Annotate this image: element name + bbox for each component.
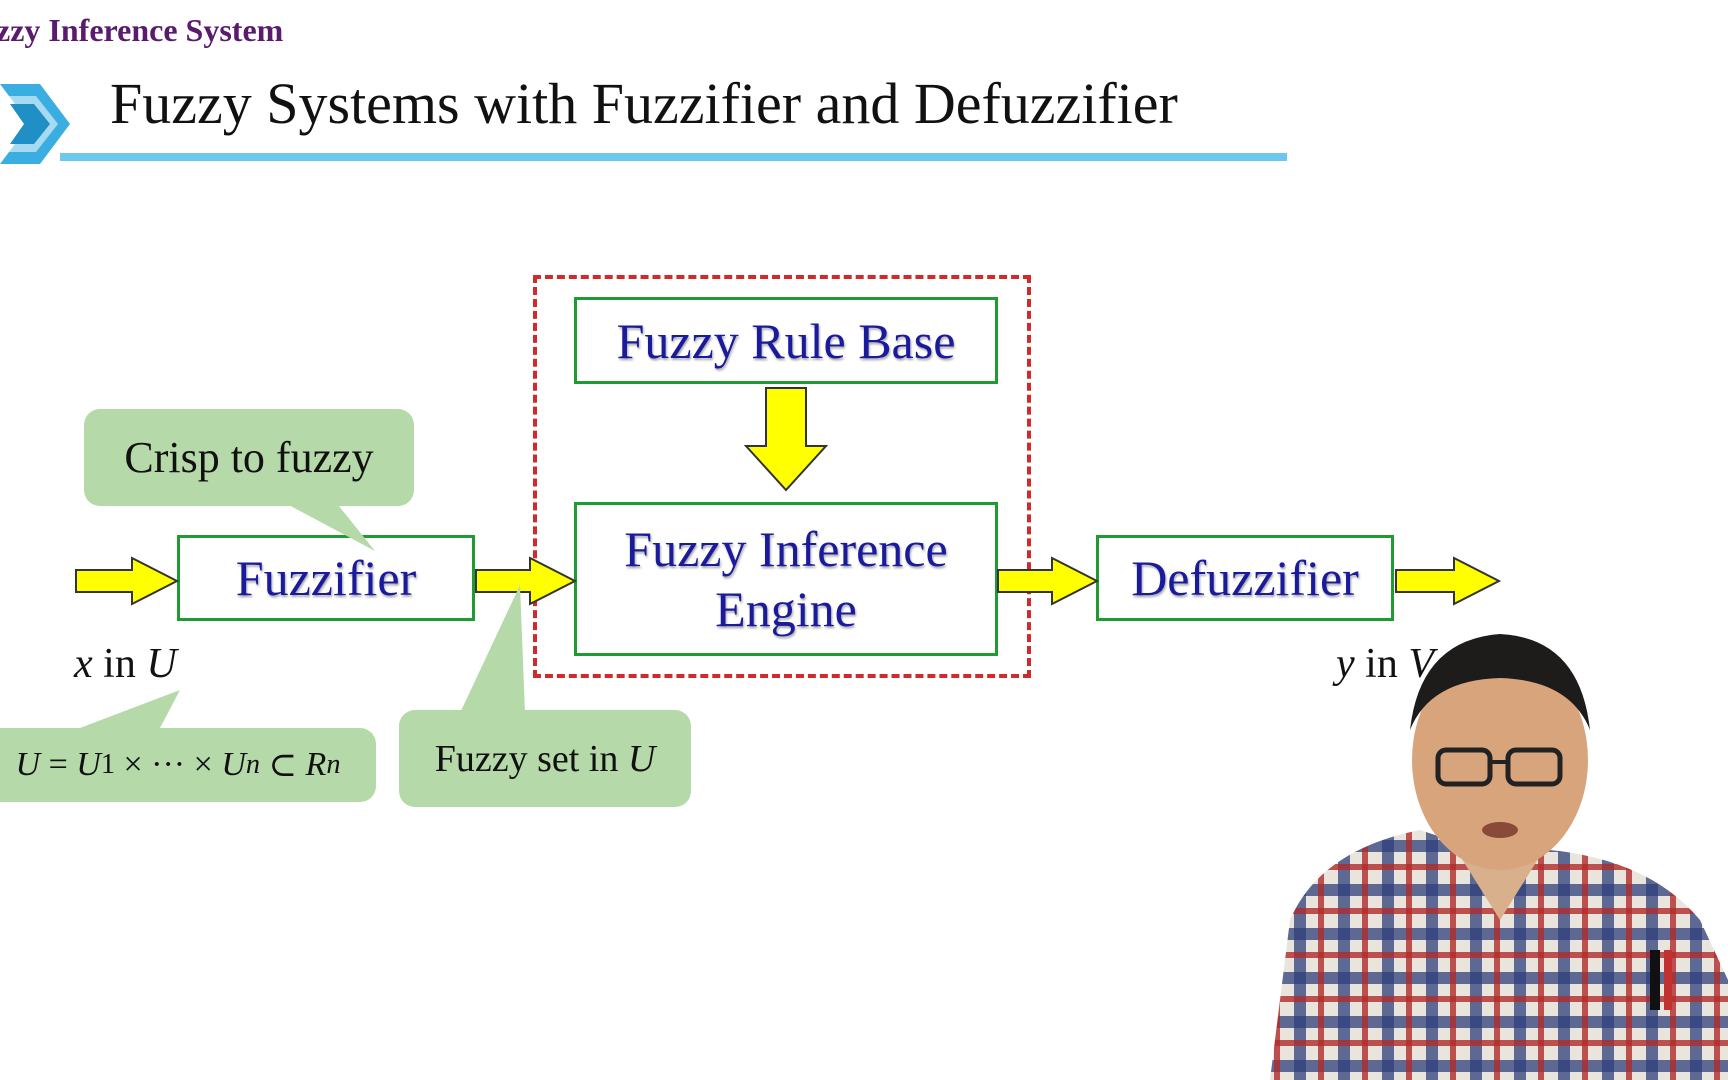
section-header: zzy Inference System — [0, 12, 284, 48]
slide-title: Fuzzy Systems with Fuzzifier and Defuzzi… — [110, 71, 1178, 136]
formula-U1: U — [76, 746, 101, 783]
input-variable-label: x in U — [74, 640, 177, 688]
fuzzy-rule-base-label: Fuzzy Rule Base — [616, 312, 956, 369]
output-var: y — [1336, 641, 1355, 687]
fuzzifier-to-engine-arrow-icon — [475, 556, 578, 606]
input-space: U — [146, 641, 177, 687]
inference-engine-label-line1: Fuzzy Inference — [624, 521, 948, 577]
fuzzy-set-var: U — [627, 737, 656, 780]
formula-supn: n — [326, 749, 341, 780]
fuzzy-rule-base-block: Fuzzy Rule Base — [574, 297, 998, 384]
fuzzifier-block: Fuzzifier — [177, 535, 475, 621]
input-in: in — [92, 641, 147, 687]
input-var: x — [74, 641, 93, 687]
fuzzy-set-callout-pointer — [460, 585, 525, 713]
crisp-callout-pointer — [270, 495, 375, 551]
fuzzifier-label: Fuzzifier — [235, 550, 417, 606]
presenter-video-overlay — [1270, 634, 1728, 1080]
fuzzy-set-text: Fuzzy set in — [434, 737, 628, 780]
formula-R: R — [305, 746, 327, 783]
fuzzy-set-callout: Fuzzy set in U — [399, 710, 691, 807]
formula-callout-pointer — [80, 690, 180, 728]
engine-to-defuzzifier-arrow-icon — [997, 556, 1100, 606]
formula-U: U — [15, 746, 41, 783]
rule-base-to-engine-arrow-icon — [743, 387, 829, 492]
formula-sub1: 1 — [100, 749, 115, 780]
chevron-logo-icon — [0, 84, 70, 164]
crisp-to-fuzzy-callout: Crisp to fuzzy — [84, 409, 414, 506]
defuzzifier-block: Defuzzifier — [1096, 535, 1394, 621]
inference-group-border — [533, 275, 1031, 678]
output-arrow-icon — [1395, 556, 1502, 606]
formula-eq: = — [40, 746, 77, 783]
formula-subset: ⊂ — [260, 747, 306, 784]
defuzzifier-label: Defuzzifier — [1131, 550, 1359, 606]
crisp-to-fuzzy-text: Crisp to fuzzy — [124, 433, 374, 482]
output-in: in — [1354, 641, 1409, 687]
formula-subn: n — [245, 749, 261, 780]
input-arrow-icon — [75, 556, 180, 606]
fuzzy-inference-engine-block: Fuzzy Inference Engine — [574, 502, 998, 656]
title-underline — [60, 153, 1287, 161]
formula-Un: U — [221, 746, 246, 783]
inference-engine-label-line2: Engine — [715, 581, 857, 637]
formula-times: × ··· × — [114, 746, 222, 783]
